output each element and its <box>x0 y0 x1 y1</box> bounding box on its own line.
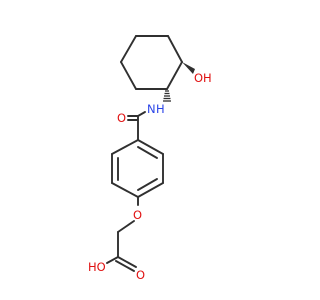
molecule-structure: OH N H O O HO O <box>88 35 212 282</box>
acid-hydroxyl-label: HO <box>88 260 106 274</box>
amine-n-label: N <box>147 102 156 116</box>
amine-h-label: H <box>156 102 165 116</box>
acid-oh-bond <box>106 256 119 264</box>
ether-ch2-bond <box>117 220 135 233</box>
wedge-bond <box>182 62 195 74</box>
carbonyl-o-label: O <box>117 111 126 125</box>
acid-double-bond-2 <box>115 260 135 272</box>
ether-o-label: O <box>133 208 142 222</box>
cyclohexane-ring <box>120 35 183 90</box>
benzene-ring <box>111 139 164 198</box>
acid-carbonyl-o-label: O <box>136 268 145 282</box>
n-carbonyl-bond <box>137 111 146 117</box>
hydroxyl-label: OH <box>194 71 212 85</box>
hashed-bond <box>163 90 171 102</box>
acid-double-bond <box>117 256 137 268</box>
